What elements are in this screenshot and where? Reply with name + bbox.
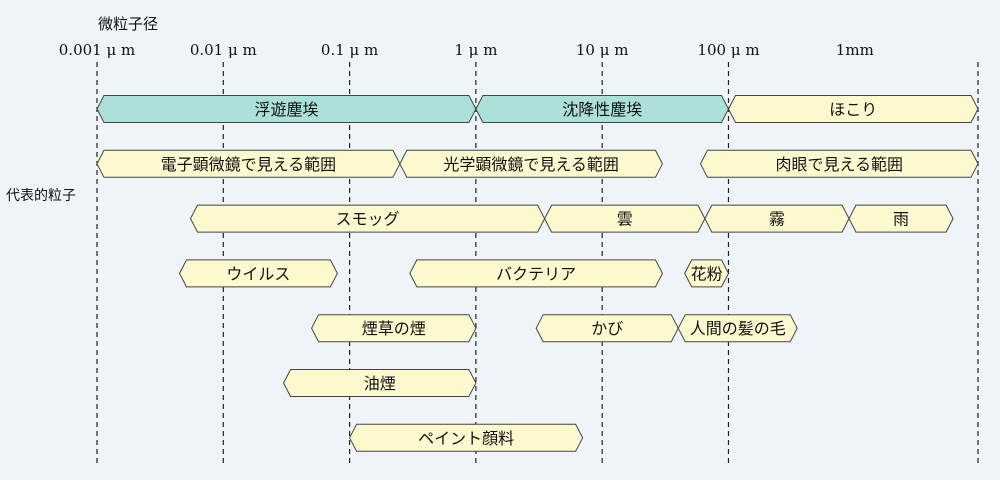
range-bar-label: ペイント顔料 xyxy=(418,429,514,448)
range-bar: 煙草の煙 xyxy=(311,314,477,343)
axis-title: 微粒子径 xyxy=(98,15,158,33)
tick-label: 0.001 μ m xyxy=(59,41,135,59)
range-bar-label: ほこり xyxy=(829,100,877,119)
range-bar-label: 煙草の煙 xyxy=(362,319,426,338)
range-bar: 電子顕微鏡で見える範囲 xyxy=(96,149,401,178)
range-bar-label: 油煙 xyxy=(364,374,396,393)
range-bar-label: 光学顕微鏡で見える範囲 xyxy=(443,155,619,174)
range-bar: ペイント顔料 xyxy=(349,423,584,452)
tick-label: 0.01 μ m xyxy=(190,41,257,59)
range-bar: スモッグ xyxy=(189,204,546,233)
range-bar-label: 電子顕微鏡で見える範囲 xyxy=(161,155,337,174)
range-bar-shape xyxy=(409,259,664,288)
range-bar: ウイルス xyxy=(178,259,338,288)
range-bar: 花粉 xyxy=(684,259,730,288)
range-bar-label: 沈降性塵埃 xyxy=(562,100,642,119)
range-bar-label: バクテリア xyxy=(496,264,576,283)
range-bar-shape xyxy=(684,259,730,288)
range-bar-label: ウイルス xyxy=(226,264,290,283)
range-bar: 沈降性塵埃 xyxy=(475,95,730,123)
range-bar: 肉眼で見える範囲 xyxy=(699,149,979,178)
range-bar-shape xyxy=(349,423,584,452)
range-bar-label: 雨 xyxy=(893,210,909,229)
range-bar-label: 雲 xyxy=(617,210,633,229)
range-bar-shape xyxy=(311,314,477,343)
tick-label: 10 μ m xyxy=(576,41,629,59)
range-bar-label: 浮遊塵埃 xyxy=(254,100,318,119)
tick-label: 100 μ m xyxy=(697,41,759,59)
range-bar-label: スモッグ xyxy=(336,210,400,229)
tick-label: 1 μ m xyxy=(454,41,497,59)
range-bar-label: 霧 xyxy=(769,210,785,229)
range-bar-shape xyxy=(399,149,664,178)
tick-label: 1mm xyxy=(836,41,874,59)
range-bar: 浮遊塵埃 xyxy=(96,95,477,123)
range-bar-shape xyxy=(727,95,979,123)
range-bar-shape xyxy=(699,149,979,178)
range-bar-label: かび xyxy=(591,319,623,338)
tick-labels: 0.001 μ m 0.01 μ m 0.1 μ m 1 μ m 10 μ m 100 μ… xyxy=(59,41,874,59)
range-bar-shape xyxy=(178,259,338,288)
range-bar: 光学顕微鏡で見える範囲 xyxy=(399,149,664,178)
range-bar: 雨 xyxy=(848,204,954,233)
range-bar-shape xyxy=(677,314,798,343)
range-bar-label: 人間の髪の毛 xyxy=(690,319,786,338)
range-bar-label: 花粉 xyxy=(691,264,723,283)
range-bar: 雲 xyxy=(544,204,706,233)
range-bar-shape xyxy=(282,369,477,397)
range-bar: かび xyxy=(535,314,679,343)
range-bar: 霧 xyxy=(704,204,850,233)
tick-label: 0.1 μ m xyxy=(321,41,378,59)
range-bar: バクテリア xyxy=(409,259,664,288)
range-bar-shape xyxy=(848,204,954,233)
side-label: 代表的粒子 xyxy=(6,188,76,204)
range-bar: 人間の髪の毛 xyxy=(677,314,798,343)
range-bar: 油煙 xyxy=(282,369,477,397)
range-bar: ほこり xyxy=(727,95,979,123)
range-bar-label: 肉眼で見える範囲 xyxy=(775,155,903,174)
